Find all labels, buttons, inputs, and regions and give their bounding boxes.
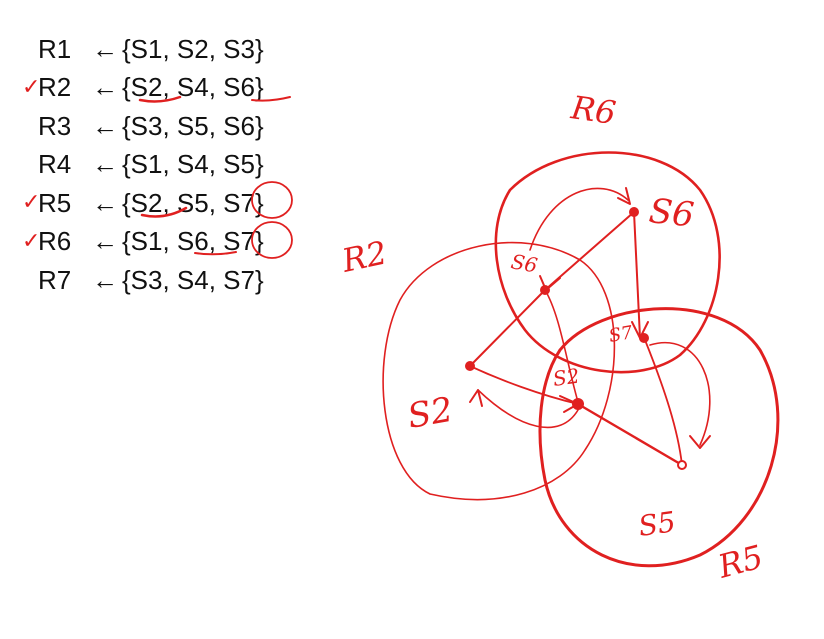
check-mark-icon: ✓: [22, 228, 41, 254]
node-dot: [639, 333, 649, 343]
edge: [633, 211, 641, 339]
edge: [469, 365, 579, 405]
arrowhead-icon: [689, 435, 711, 449]
rule-rhs: {S2, S4, S6}: [122, 72, 264, 103]
node-label: S5: [636, 505, 677, 543]
circle-label-r2: R2: [338, 233, 390, 280]
rule-rhs: {S1, S4, S5}: [122, 149, 264, 180]
arrowhead-icon: [617, 187, 631, 205]
edge: [644, 339, 683, 466]
node-label: S6: [647, 191, 696, 235]
rule-row: R4 ← {S1, S4, S5}: [38, 146, 264, 185]
node-label: S6: [509, 249, 539, 277]
node-label: S2: [551, 364, 581, 391]
rule-rhs: {S3, S5, S6}: [122, 110, 264, 141]
rule-row: R7 ← {S3, S4, S7}: [38, 261, 264, 300]
arrowhead-icon: [469, 389, 483, 407]
underline-s2: [140, 206, 188, 218]
node-label: S2: [405, 390, 456, 437]
edge: [469, 289, 546, 367]
circle-r5: [538, 307, 780, 568]
rule-rhs: {S2, S5, S7}: [122, 187, 264, 218]
edge: [477, 389, 579, 429]
left-arrow-icon: ←: [92, 264, 118, 295]
rule-rhs: {S3, S4, S7}: [122, 264, 264, 295]
edge: [529, 187, 629, 251]
node-dot: [465, 361, 475, 371]
node-label: S7: [607, 322, 635, 347]
circle-s7: [251, 221, 293, 259]
left-arrow-icon: ←: [92, 149, 118, 180]
node-dot: [540, 285, 550, 295]
edge: [576, 402, 684, 467]
check-mark-icon: ✓: [22, 190, 41, 215]
circle-r6: [494, 151, 721, 374]
rule-lhs: R1: [38, 33, 72, 64]
underline-s6: [194, 251, 237, 256]
underline-s2: [138, 95, 182, 103]
circle-s7: [251, 181, 293, 219]
node-dot: [677, 460, 687, 470]
rule-row: ✓ R2 ← {S2, S4, S6}: [22, 69, 264, 108]
rule-row: R1 ← {S1, S2, S3}: [38, 30, 264, 69]
left-arrow-icon: ←: [92, 226, 118, 257]
edge: [544, 211, 635, 291]
left-arrow-icon: ←: [92, 72, 118, 103]
rule-row: R3 ← {S3, S5, S6}: [38, 107, 264, 146]
underline-s6: [251, 96, 291, 102]
node-dot: [629, 207, 639, 217]
check-mark-icon: ✓: [22, 74, 41, 100]
left-arrow-icon: ←: [92, 110, 118, 141]
rule-rhs: {S1, S2, S3}: [122, 33, 264, 64]
circle-label-r6: R6: [568, 88, 618, 132]
edge: [649, 342, 711, 446]
node-dot: [572, 398, 584, 410]
rule-lhs: R6: [38, 226, 72, 257]
left-arrow-icon: ←: [92, 187, 118, 218]
rule-lhs: R5: [38, 187, 72, 218]
left-arrow-icon: ←: [92, 33, 118, 64]
edge: [544, 289, 579, 403]
rule-lhs: R3: [38, 110, 72, 141]
rule-lhs: R4: [38, 149, 72, 180]
rule-row: ✓ R5 ← {S2, S5, S7}: [22, 184, 264, 223]
rule-lhs: R7: [38, 264, 72, 295]
circle-r2: [382, 241, 616, 501]
rule-lhs: R2: [38, 72, 72, 103]
circle-label-r5: R5: [713, 538, 767, 586]
